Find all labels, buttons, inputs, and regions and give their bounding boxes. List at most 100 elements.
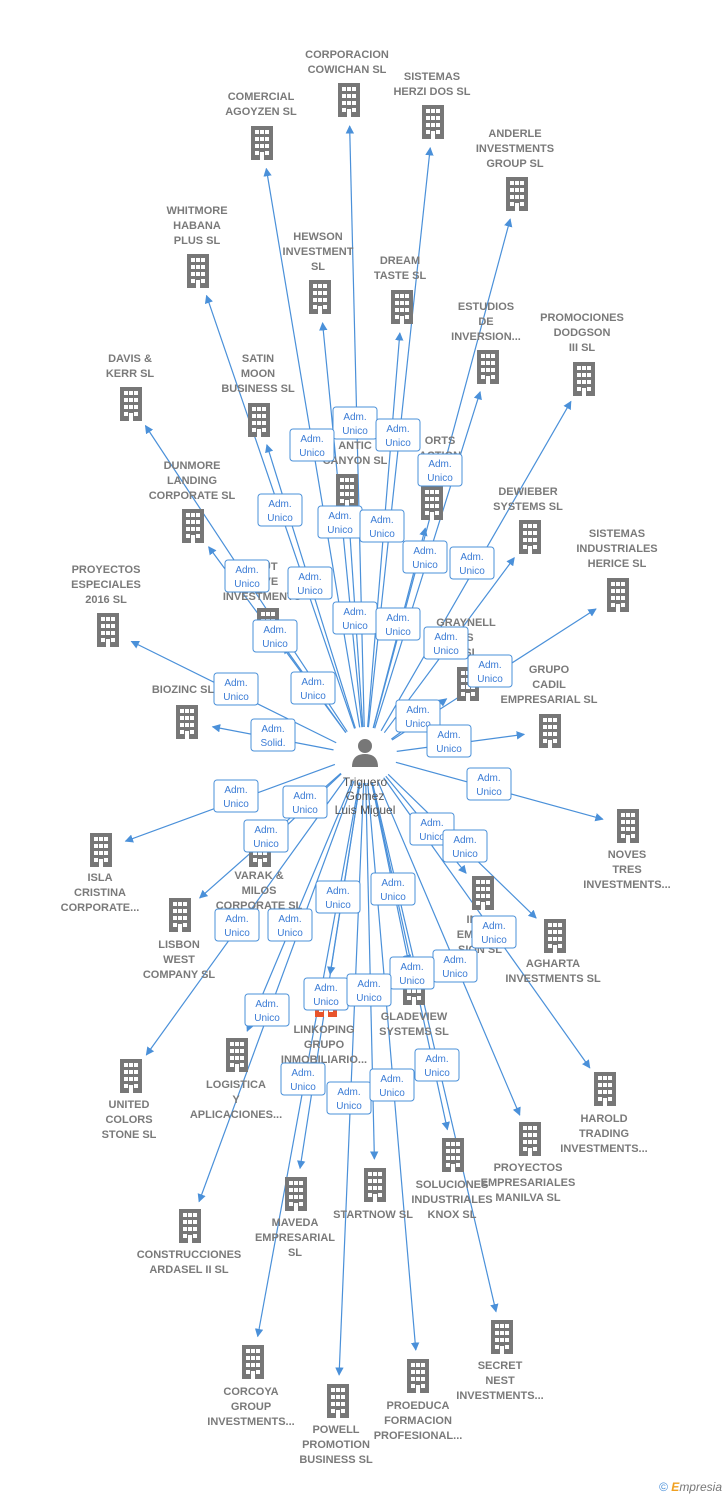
relation-box-lisbon-west[interactable]: Adm.Unico [243, 819, 289, 853]
relation-box-biozinc[interactable]: Adm.Solid. [250, 718, 296, 752]
relation-box-powell[interactable]: Adm.Unico [326, 1081, 372, 1115]
company-label-line: LISBON [158, 939, 200, 951]
company-node-logistica[interactable]: LOGISTICAYAPLICACIONES... [190, 1038, 282, 1121]
person-node[interactable]: Triguero Gomez Luis Miguel [335, 739, 396, 817]
relation-box-construcciones-ardasel[interactable]: Adm.Unico [244, 993, 290, 1027]
relation-box-anderle[interactable]: Adm.Unico [417, 453, 463, 487]
relation-box-startnow[interactable]: Adm.Unico [346, 973, 392, 1007]
company-node-biozinc[interactable]: BIOZINC SL [152, 684, 215, 739]
company-node-proeduca[interactable]: PROEDUCAFORMACIONPROFESIONAL... [374, 1359, 463, 1442]
relation-label-line: Adm. [420, 818, 443, 829]
relation-box-maveda[interactable]: Adm.Unico [303, 977, 349, 1011]
company-label-line: NEST [485, 1375, 515, 1387]
relation-box-dewieber[interactable]: Adm.Unico [423, 626, 469, 660]
relation-box-logistica[interactable]: Adm.Unico [267, 908, 313, 942]
company-label-line: ORTS [425, 435, 456, 447]
relation-box-promociones-dodgson[interactable]: Adm.Unico [449, 546, 495, 580]
relation-box-atlantic-canyon[interactable]: Adm.Unico [332, 601, 378, 635]
building-icon [442, 1138, 464, 1172]
relation-label-line: Unico [481, 935, 507, 946]
company-label-line: SATIN [242, 353, 274, 365]
relation-box-isla-cristina[interactable]: Adm.Unico [213, 779, 259, 813]
building-icon [248, 403, 270, 437]
relation-box-united-colors[interactable]: Adm.Unico [214, 908, 260, 942]
company-node-noves-tres[interactable]: NOVESTRESINVESTMENTS... [583, 809, 671, 891]
company-label-line: LOGISTICA [206, 1079, 266, 1091]
relation-box-estudios[interactable]: Adm.Unico [402, 540, 448, 574]
company-label-line: SOLUCIONES [416, 1179, 489, 1191]
relation-box-sports-heads[interactable]: Adm.Unico [375, 607, 421, 641]
relation-box-varak-milos[interactable]: Adm.Unico [282, 785, 328, 819]
relation-box-soluciones-knox[interactable]: Adm.Unico [389, 956, 435, 990]
relation-box-linkoping[interactable]: Adm.Unico [315, 880, 361, 914]
relation-box-harold[interactable]: Adm.Unico [471, 915, 517, 949]
company-node-secret-nest[interactable]: SECRETNESTINVESTMENTS... [456, 1320, 544, 1402]
footer-brand[interactable]: © Empresia [659, 1480, 722, 1494]
company-node-davis-kerr[interactable]: DAVIS &KERR SL [106, 353, 155, 421]
company-node-startnow[interactable]: STARTNOW SL [333, 1168, 413, 1221]
relation-box-whitmore[interactable]: Adm.Unico [257, 493, 303, 527]
relation-box-secret-nest[interactable]: Adm.Unico [414, 1048, 460, 1082]
relation-box-proyectos-manilva[interactable]: Adm.Unico [432, 949, 478, 983]
company-label-line: POWELL [312, 1424, 359, 1436]
company-node-isla-cristina[interactable]: ISLACRISTINACORPORATE... [61, 833, 140, 914]
relation-box-graynell[interactable]: Adm.Unico [395, 699, 441, 733]
relation-label-line: Adm. [437, 730, 460, 741]
relation-box-sistemas-herzi[interactable]: Adm.Unico [375, 418, 421, 452]
relation-box-coconut[interactable]: Adm.Unico [290, 671, 336, 705]
relation-box-gladeview[interactable]: Adm.Unico [370, 872, 416, 906]
edge-corcoya [254, 782, 360, 1338]
person-name-line-3: Luis Miguel [335, 803, 396, 817]
relation-box-davis-kerr[interactable]: Adm.Unico [224, 559, 270, 593]
relation-box-hewson[interactable]: Adm.Unico [317, 505, 363, 539]
company-label-line: ANTIC [338, 440, 372, 452]
relation-box-dream-taste[interactable]: Adm.Unico [359, 509, 405, 543]
relation-label-line: Unico [300, 691, 326, 702]
relation-box-satin-moon[interactable]: Adm.Unico [287, 566, 333, 600]
relation-box-corporacion-cowichan[interactable]: Adm.Unico [332, 406, 378, 440]
company-label-line: 2016 SL [85, 594, 127, 606]
relation-box-dunmore[interactable]: Adm.Unico [252, 619, 298, 653]
company-label-line: GROUP [231, 1401, 271, 1413]
relation-box-noves-tres[interactable]: Adm.Unico [466, 767, 512, 801]
company-node-harold[interactable]: HAROLDTRADINGINVESTMENTS... [560, 1072, 648, 1155]
relation-label-line: Unico [436, 744, 462, 755]
relation-box-grupo-cadil[interactable]: Adm. Unico [426, 724, 472, 758]
relation-label-line: Adm. [337, 1087, 360, 1098]
relation-box-sistemas-herice[interactable]: Adm.Unico [467, 654, 513, 688]
relation-box-comercial-agoyzen[interactable]: Adm.Unico [289, 428, 335, 462]
relation-box-proeduca[interactable]: Adm.Unico [369, 1068, 415, 1102]
relation-label-line: Unico [405, 719, 431, 730]
relation-label-line: Adm. [343, 412, 366, 423]
relation-box-proyectos-especiales[interactable]: Adm.Unico [213, 672, 259, 706]
relation-box-corcoya[interactable]: Adm.Unico [280, 1062, 326, 1096]
company-node-estudios[interactable]: ESTUDIOSDEINVERSION... [451, 301, 521, 384]
company-node-corcoya[interactable]: CORCOYAGROUPINVESTMENTS... [207, 1345, 295, 1428]
company-label-line: DUNMORE [164, 460, 221, 472]
relation-box-agharta[interactable]: Adm.Unico [442, 829, 488, 863]
